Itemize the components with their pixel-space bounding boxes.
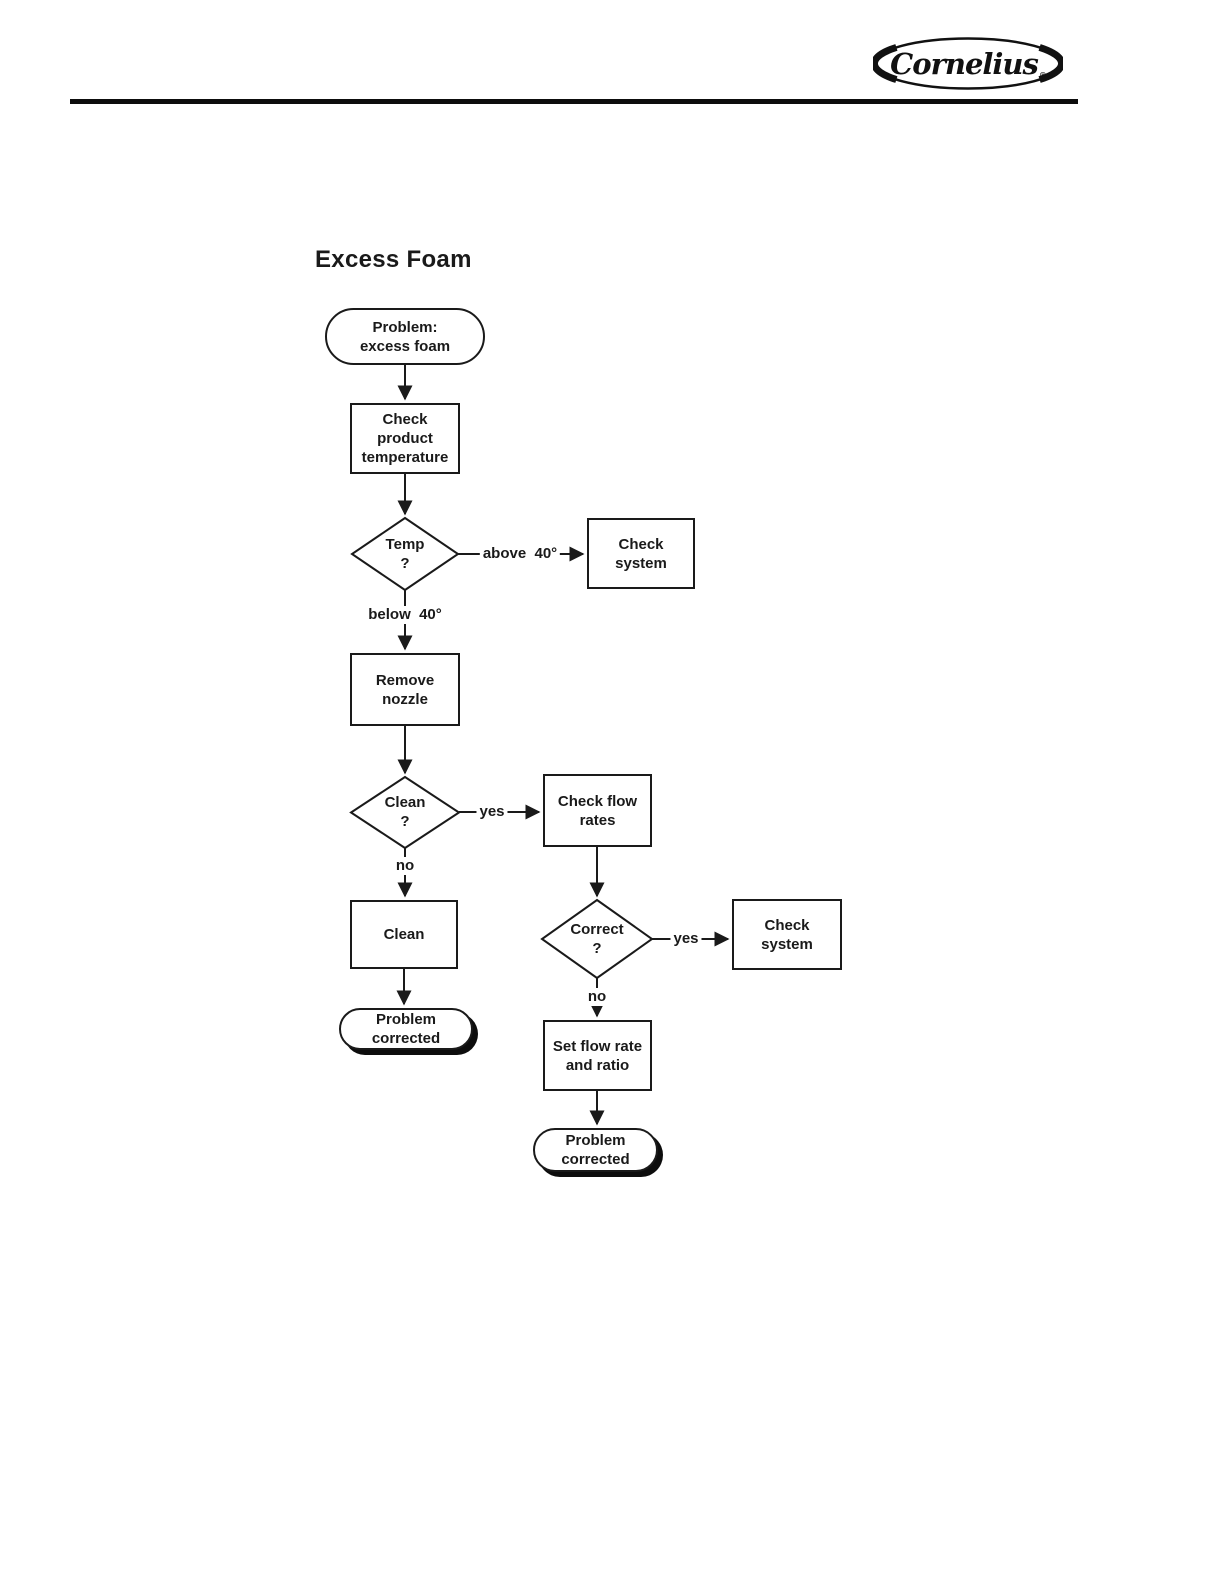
node-text-line: Correct <box>570 921 624 938</box>
flow-node-clean-action: Clean <box>350 900 458 969</box>
logo-ellipse-icon <box>873 37 1063 90</box>
edge-label-below-40: below 40° <box>365 606 445 624</box>
edge-label-clean-no: no <box>392 857 418 875</box>
node-text-line: Clean <box>383 926 425 943</box>
edge-label-clean-yes: yes <box>476 803 508 821</box>
node-text-line: Problem <box>375 1011 436 1028</box>
node-text-line: corrected <box>371 1030 441 1047</box>
flow-node-check-system-top: Check system <box>587 518 695 589</box>
node-text-line: temperature <box>361 449 449 466</box>
flow-node-check-system-right: Check system <box>732 899 842 970</box>
edge-label-correct-yes: yes <box>670 930 702 948</box>
node-text-line: rates <box>579 811 616 829</box>
decision-diamond-temp <box>350 516 460 592</box>
node-text-line: ? <box>400 555 410 572</box>
node-text-line: Remove <box>375 671 435 689</box>
node-text-line: Check flow <box>557 792 638 810</box>
node-text-line: corrected <box>561 1151 630 1168</box>
flow-node-set-flow-rate: Set flow rate and ratio <box>543 1020 652 1091</box>
decision-diamond-correct <box>540 898 654 980</box>
node-text-line: Temp <box>385 536 425 553</box>
header-divider <box>70 99 1078 104</box>
registered-trademark-icon: ® <box>1038 70 1047 80</box>
flow-node-temp-decision-label: Temp ? <box>355 535 455 573</box>
flow-node-problem-corrected-bottom: Problem corrected <box>533 1128 658 1172</box>
node-text-line: Clean <box>384 794 426 811</box>
cornelius-logo: Cornelius® <box>873 37 1063 90</box>
edge-label-correct-no: no <box>584 988 610 1006</box>
node-text-line: excess foam <box>359 337 451 355</box>
logo-wordmark: Cornelius® <box>873 37 1063 90</box>
flow-node-check-product-temperature: Check product temperature <box>350 403 460 474</box>
node-text-line: product <box>377 430 433 447</box>
node-text-line: Set flow rate <box>552 1037 643 1055</box>
edge-label-above-40: above 40° <box>479 545 561 563</box>
flow-node-correct-decision-label: Correct ? <box>547 920 647 958</box>
node-text-line: Problem <box>565 1132 626 1149</box>
node-text-line: Problem: <box>372 318 438 336</box>
decision-diamond-clean <box>349 775 461 850</box>
node-text-line: system <box>761 935 813 953</box>
node-text-line: ? <box>400 813 410 830</box>
node-text-line: Check <box>382 411 428 428</box>
flow-node-start: Problem: excess foam <box>325 308 485 365</box>
logo-text: Cornelius <box>890 46 1039 81</box>
flow-node-clean-decision-label: Clean ? <box>355 793 455 831</box>
node-text-line: Check <box>618 535 664 553</box>
page-title: Excess Foam <box>315 246 472 273</box>
node-text-line: nozzle <box>382 690 428 708</box>
node-text-line: and ratio <box>565 1056 630 1074</box>
flow-node-check-flow-rates: Check flow rates <box>543 774 652 847</box>
flow-node-problem-corrected-left: Problem corrected <box>339 1008 473 1050</box>
node-text-line: Check <box>764 916 810 934</box>
flow-node-remove-nozzle: Remove nozzle <box>350 653 460 726</box>
node-text-line: ? <box>592 940 602 957</box>
node-text-line: system <box>615 554 667 572</box>
